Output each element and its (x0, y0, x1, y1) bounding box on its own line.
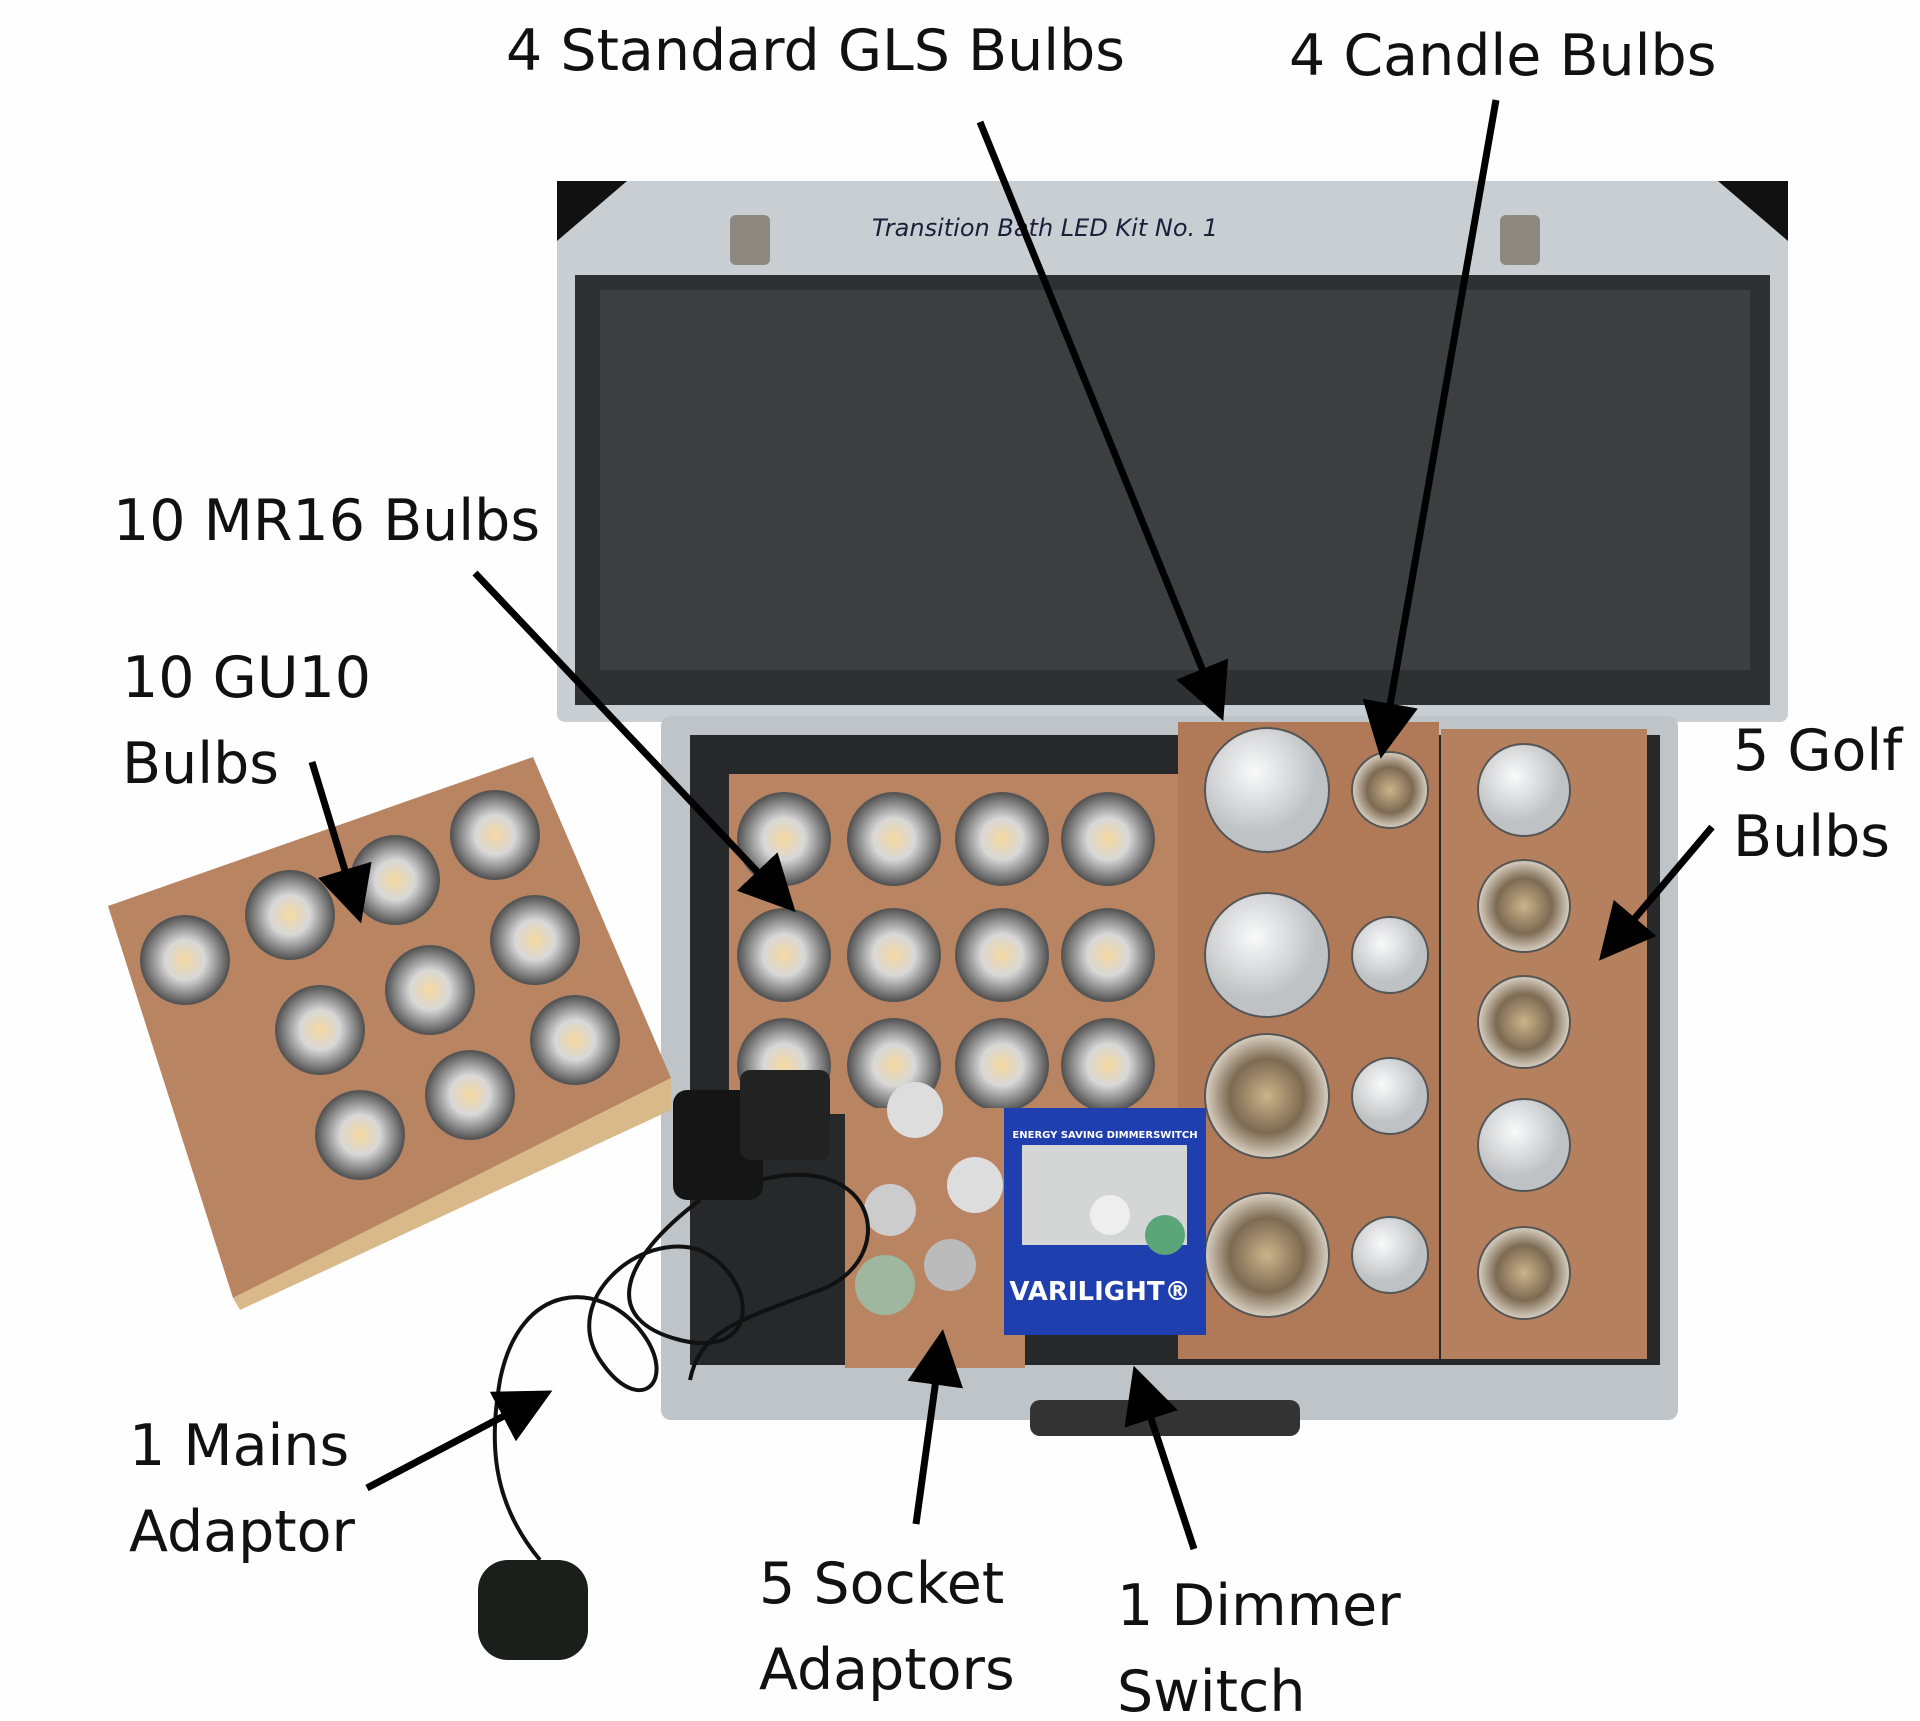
label-gls-bulbs: 4 Standard GLS Bulbs (506, 18, 1125, 84)
gu10-bulb (245, 870, 335, 960)
gu10-bulb (425, 1050, 515, 1140)
mr16-bulb (1061, 1018, 1155, 1112)
candle-bulb (1351, 751, 1429, 829)
arrow-candle (1362, 99, 1500, 759)
mr16-bulb (1061, 908, 1155, 1002)
mr16-bulb (847, 908, 941, 1002)
golf-bulb (1477, 1226, 1571, 1320)
gu10-bulb (140, 915, 230, 1005)
candle-bulb (1351, 1216, 1429, 1294)
gls-bulb (1204, 1192, 1330, 1318)
arrow-gu10 (308, 760, 372, 924)
candle-bulb (1351, 1057, 1429, 1135)
gu10-bulb (275, 985, 365, 1075)
gu10-bulb (490, 895, 580, 985)
arrow-socket (907, 1329, 963, 1525)
gls-bulb (1204, 727, 1330, 853)
mains-adaptor (478, 1070, 870, 1660)
mr16-bulb (737, 792, 831, 886)
dimmer-switch-box: ENERGY SAVING DIMMERSWITCH VARILIGHT® (1004, 1108, 1206, 1335)
label-line: Bulbs (1733, 804, 1890, 870)
gu10-bulb (385, 945, 475, 1035)
gu10-bulb (450, 790, 540, 880)
label-candle-bulbs: 4 Candle Bulbs (1289, 23, 1717, 89)
golf-bulb (1477, 859, 1571, 953)
arrow-dimmer (1124, 1365, 1198, 1551)
mr16-bulb (955, 1018, 1049, 1112)
socket-adaptor-board (845, 1108, 1025, 1368)
mr16-bulb (955, 908, 1049, 1002)
latch-right[interactable] (1500, 215, 1540, 265)
gu10-bulb (315, 1090, 405, 1180)
annotation-arrows (308, 99, 1715, 1551)
label-line: Switch (1117, 1659, 1306, 1721)
gu10-bulb (350, 835, 440, 925)
label-line: 1 Mains (129, 1413, 350, 1479)
label-mr16-bulbs: 10 MR16 Bulbs (113, 488, 541, 554)
label-line: Bulbs (122, 731, 279, 797)
arrow-mr16 (472, 570, 796, 913)
socket-adaptors (855, 1082, 1003, 1315)
gu10-bulb (530, 995, 620, 1085)
mr16-bulb (1061, 792, 1155, 886)
dimmer-box-brand: VARILIGHT® (1009, 1277, 1190, 1307)
golf-bulb (1477, 743, 1571, 837)
gls-bulb (1204, 1033, 1330, 1159)
gls-bulb (1204, 892, 1330, 1018)
dimmer-box-heading: ENERGY SAVING DIMMERSWITCH (1012, 1130, 1197, 1141)
label-line: 5 Golf (1733, 718, 1903, 784)
latch-left[interactable] (730, 215, 770, 265)
golf-bulb (1477, 1098, 1571, 1192)
golf-bulb (1477, 975, 1571, 1069)
candle-bulb (1351, 916, 1429, 994)
label-line: 1 Dimmer (1117, 1573, 1401, 1639)
arrow-mains (365, 1390, 553, 1492)
case-lid-text: Transition Bath LED Kit No. 1 (872, 214, 1218, 242)
mr16-bulb (955, 792, 1049, 886)
label-line: Adaptors (759, 1637, 1015, 1703)
case-handle[interactable] (1030, 1400, 1300, 1436)
label-line: Adaptor (129, 1499, 355, 1565)
mr16-bulb (847, 792, 941, 886)
mr16-bulb (737, 908, 831, 1002)
case-lid: Transition Bath LED Kit No. 1 (557, 181, 1788, 722)
plug (478, 1560, 588, 1660)
arrow-gls (976, 120, 1229, 721)
gu10-board (108, 757, 671, 1298)
label-line: 10 GU10 (122, 645, 372, 711)
label-line: 5 Socket (759, 1551, 1005, 1617)
arrow-golf (1598, 824, 1715, 961)
